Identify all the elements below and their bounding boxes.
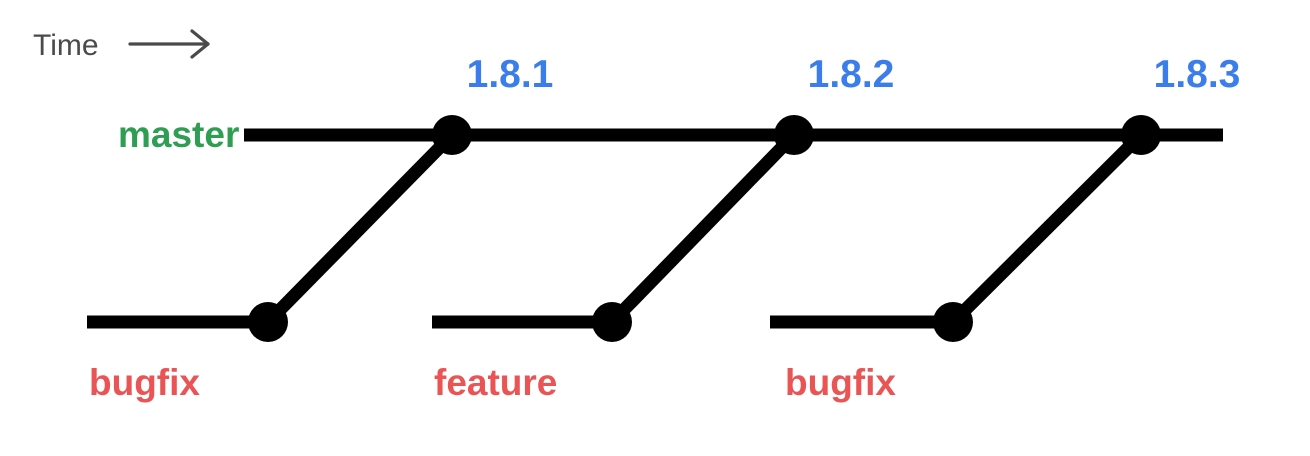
topic-branch-nodes-group xyxy=(248,302,973,342)
master-branch-label: master xyxy=(118,114,239,155)
master-commit-node-3[interactable] xyxy=(1121,115,1161,155)
merge-links-group xyxy=(263,130,1146,327)
time-axis-label: Time xyxy=(33,29,99,62)
topic-branch-label-3: bugfix xyxy=(785,362,896,403)
version-tags-group: 1.8.1 1.8.2 1.8.3 xyxy=(467,53,1241,96)
time-arrow-head xyxy=(190,29,210,59)
master-branch-group: master xyxy=(118,114,1223,155)
topic-commit-node-1[interactable] xyxy=(248,302,288,342)
topic-branch-label-1: bugfix xyxy=(89,362,200,403)
topic-branch-labels-group: bugfix feature bugfix xyxy=(89,362,896,403)
merge-link-3 xyxy=(948,130,1146,327)
arrow-right-icon xyxy=(128,29,210,59)
master-commit-node-1[interactable] xyxy=(432,115,472,155)
merge-link-2 xyxy=(607,130,799,327)
master-commit-nodes-group xyxy=(432,115,1161,155)
version-tag-1-8-2: 1.8.2 xyxy=(808,53,895,96)
version-tag-1-8-3: 1.8.3 xyxy=(1154,53,1241,96)
topic-commit-node-3[interactable] xyxy=(933,302,973,342)
merge-link-1 xyxy=(263,130,457,327)
version-tag-1-8-1: 1.8.1 xyxy=(467,53,554,96)
master-commit-node-2[interactable] xyxy=(774,115,814,155)
time-axis-hint: Time xyxy=(33,29,210,62)
topic-commit-node-2[interactable] xyxy=(592,302,632,342)
topic-branch-label-2: feature xyxy=(434,362,557,403)
